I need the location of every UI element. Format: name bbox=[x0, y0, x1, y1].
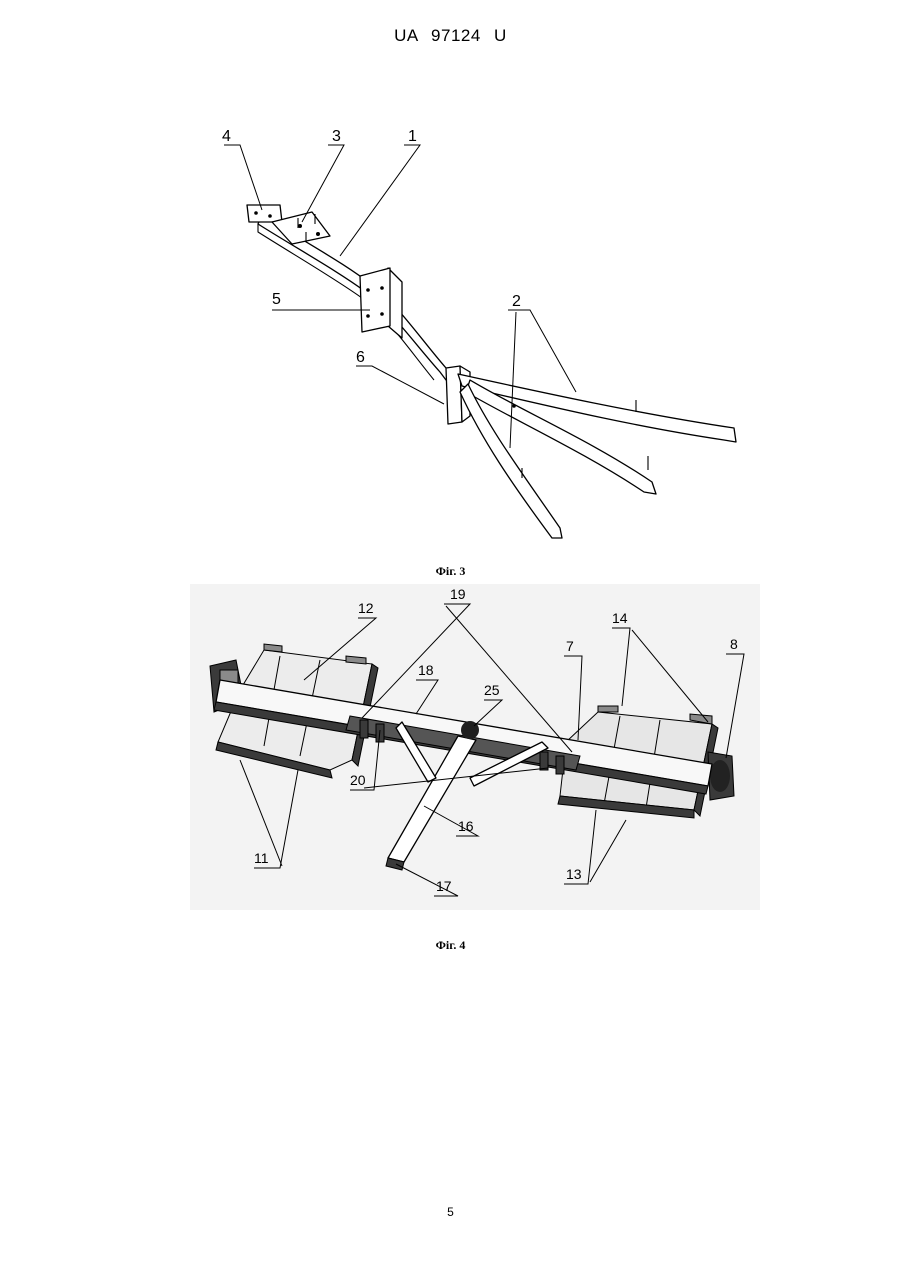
label-25: 25 bbox=[484, 682, 500, 698]
figure-4-caption: Фіг. 4 bbox=[0, 938, 901, 953]
label-6: 6 bbox=[356, 349, 365, 366]
figure-3-drawing: 4 3 1 5 6 2 bbox=[0, 0, 901, 560]
label-7: 7 bbox=[566, 638, 574, 654]
rear-arms bbox=[458, 374, 736, 538]
label-13: 13 bbox=[566, 866, 582, 882]
label-2: 2 bbox=[512, 293, 521, 310]
label-20: 20 bbox=[350, 772, 366, 788]
label-17: 17 bbox=[436, 878, 452, 894]
label-16: 16 bbox=[458, 818, 474, 834]
figure-4-drawing: 12 19 18 25 7 14 8 20 11 16 17 13 bbox=[0, 580, 901, 920]
page-number: 5 bbox=[0, 1205, 901, 1219]
label-18: 18 bbox=[418, 662, 434, 678]
label-4: 4 bbox=[222, 128, 231, 145]
label-5: 5 bbox=[272, 291, 281, 308]
label-14: 14 bbox=[612, 610, 628, 626]
label-1: 1 bbox=[408, 128, 417, 145]
label-8: 8 bbox=[730, 636, 738, 652]
vertical-bracket bbox=[360, 268, 402, 338]
label-3: 3 bbox=[332, 128, 341, 145]
label-12: 12 bbox=[358, 600, 374, 616]
label-19: 19 bbox=[450, 586, 466, 602]
figure-3-caption: Фіг. 3 bbox=[0, 564, 901, 579]
label-11: 11 bbox=[254, 850, 269, 866]
